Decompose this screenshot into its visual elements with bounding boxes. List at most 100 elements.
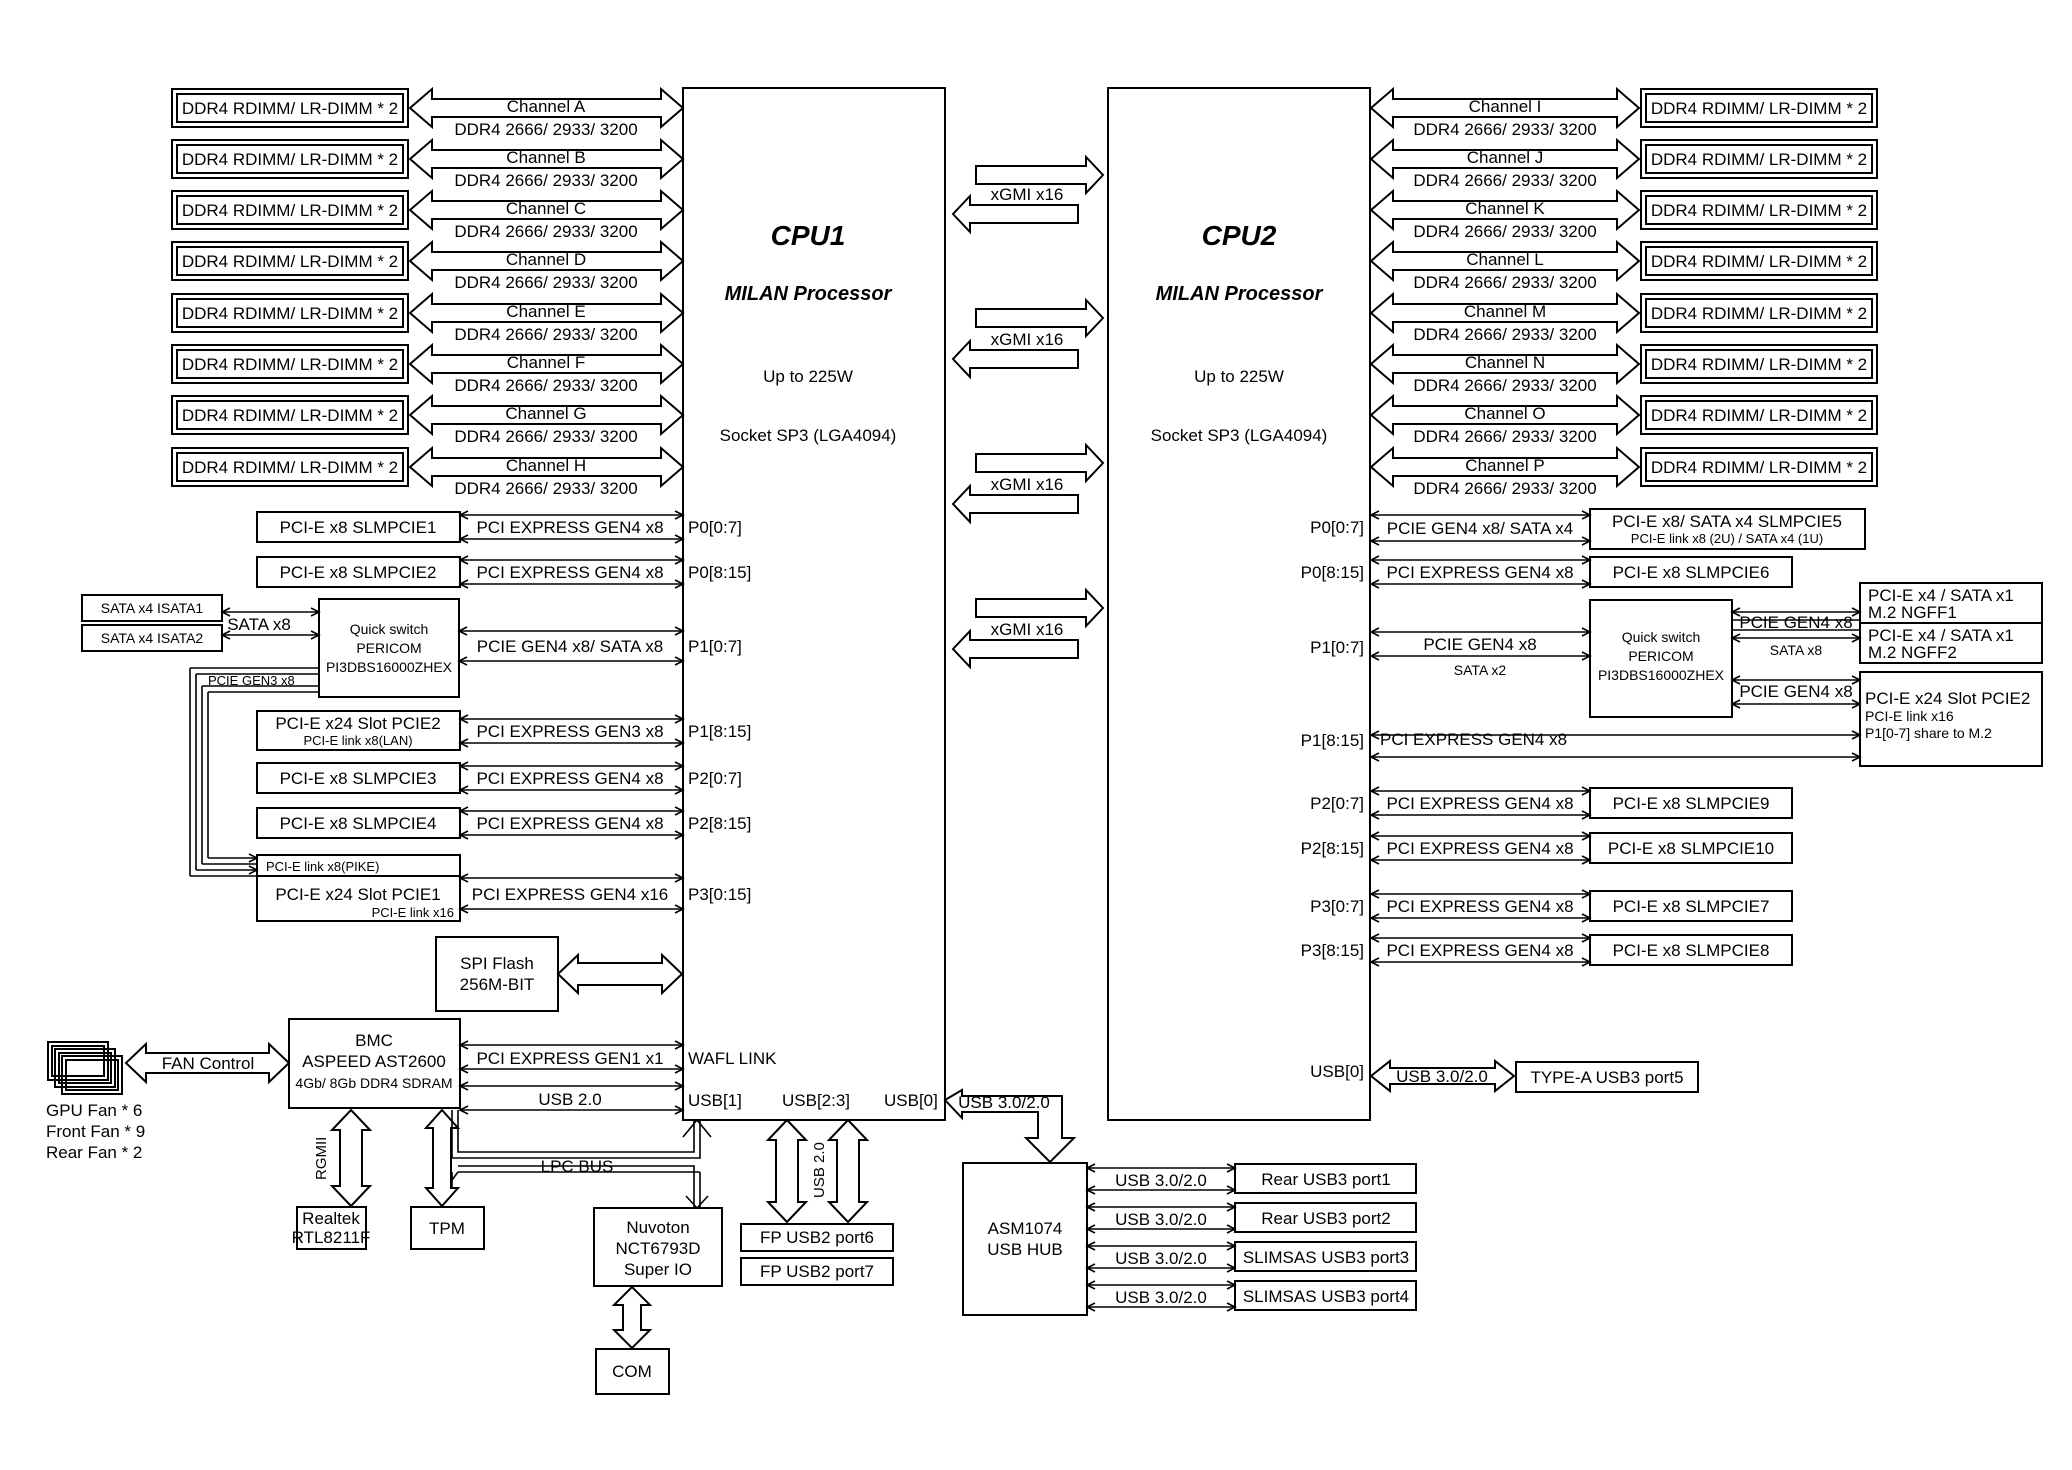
tpm-label: TPM: [429, 1219, 465, 1238]
slmpcie3-box: [256, 762, 461, 794]
cpu1-subtitle: MILAN Processor: [725, 283, 893, 305]
usb23-arrow-b: [826, 1118, 870, 1224]
slmpcie2-box: [256, 556, 461, 588]
xgmi-label: xGMI x16: [991, 185, 1064, 204]
spi-flash-box: [435, 936, 559, 1012]
cpu2-speed-label: DDR4 2666/ 2933/ 3200: [1413, 222, 1596, 241]
slmpcie7-label: PCI-E x8 SLMPCIE7: [1613, 897, 1770, 916]
p1a-port: P1[0:7]: [688, 637, 742, 656]
cpu2-channel-label: Channel N: [1465, 353, 1545, 372]
hub-link-label: USB 3.0/2.0: [1115, 1210, 1207, 1229]
slmpcie3-label: PCI-E x8 SLMPCIE3: [280, 769, 437, 788]
cpu1-channel-label: Channel F: [507, 353, 585, 372]
cpu2-dimm-label: DDR4 RDIMM/ LR-DIMM * 2: [1651, 458, 1867, 477]
slot-pcie1-box: [256, 854, 461, 922]
cpu2-qs-out1: PCIE GEN4 x8: [1739, 613, 1852, 632]
usb-hub-box: [962, 1162, 1088, 1316]
cpu2-qs-line2: PERICOM: [1628, 648, 1693, 664]
cpu1-dimm-label: DDR4 RDIMM/ LR-DIMM * 2: [182, 355, 398, 374]
cpu2-dimm-label: DDR4 RDIMM/ LR-DIMM * 2: [1651, 355, 1867, 374]
cpu2-title: CPU2: [1202, 220, 1277, 251]
cpu2-p0a-link: PCIE GEN4 x8/ SATA x4: [1387, 519, 1573, 538]
cpu2-p3a-port: P3[0:7]: [1310, 897, 1364, 916]
sio-line1: Nuvoton: [626, 1218, 689, 1237]
cpu2-io-links: [1369, 510, 1862, 967]
hub-line2: USB HUB: [987, 1240, 1063, 1259]
slmpcie5-sub: PCI-E link x8 (2U) / SATA x4 (1U): [1631, 531, 1823, 546]
hub-port-label: SLIMSAS USB3 port4: [1243, 1287, 1409, 1306]
slmpcie1-link: PCI EXPRESS GEN4 x8: [476, 518, 663, 537]
cpu2-p3b-link: PCI EXPRESS GEN4 x8: [1386, 941, 1573, 960]
spi-arrow: [556, 952, 684, 996]
cpu2-p3a-link: PCI EXPRESS GEN4 x8: [1386, 897, 1573, 916]
cpu1-title: CPU1: [771, 220, 846, 251]
cpu1-channel-label: Channel A: [507, 97, 586, 116]
cpu2-speed-label: DDR4 2666/ 2933/ 3200: [1413, 325, 1596, 344]
cpu1-dimm-label: DDR4 RDIMM/ LR-DIMM * 2: [182, 304, 398, 323]
cpu2-usb0-port: USB[0]: [1310, 1062, 1364, 1081]
cpu2-pcie2-line1: PCI-E x24 Slot PCIE2: [1865, 689, 2030, 708]
cpu2-pcie2-line3: P1[0-7] share to M.2: [1865, 725, 1992, 741]
bmc-usb-label: USB 2.0: [538, 1090, 601, 1109]
cpu1-dimm-label: DDR4 RDIMM/ LR-DIMM * 2: [182, 201, 398, 220]
fp-usb2-port6-box: [740, 1223, 894, 1252]
cpu1-io-links: [189, 510, 685, 1115]
xgmi-label: xGMI x16: [991, 330, 1064, 349]
cpu1-dimm-label: DDR4 RDIMM/ LR-DIMM * 2: [182, 150, 398, 169]
fp-usb2-port7: FP USB2 port7: [760, 1262, 874, 1281]
cpu1-channel-label: Channel E: [506, 302, 585, 321]
cpu2-pcie2-line2: PCI-E link x16: [1865, 708, 1954, 724]
slmpcie9-box: [1589, 787, 1793, 819]
ngff1-line1: PCI-E x4 / SATA x1: [1868, 586, 2014, 605]
fp-usb2-port6: FP USB2 port6: [760, 1228, 874, 1247]
slmpcie5-label: PCI-E x8/ SATA x4 SLMPCIE5: [1612, 512, 1842, 531]
cpu1-speed-label: DDR4 2666/ 2933/ 3200: [454, 120, 637, 139]
cpu2-dimm-label: DDR4 RDIMM/ LR-DIMM * 2: [1651, 99, 1867, 118]
cpu1-channel-label: Channel D: [506, 250, 586, 269]
slmpcie3-link: PCI EXPRESS GEN4 x8: [476, 769, 663, 788]
usb23-port: USB[2:3]: [782, 1091, 850, 1110]
slmpcie10-label: PCI-E x8 SLMPCIE10: [1608, 839, 1774, 858]
cpu1-speed-label: DDR4 2666/ 2933/ 3200: [454, 222, 637, 241]
cpu2-dimm-label: DDR4 RDIMM/ LR-DIMM * 2: [1651, 201, 1867, 220]
cpu2-qs-out2: PCIE GEN4 x8: [1739, 682, 1852, 701]
xgmi-label: xGMI x16: [991, 475, 1064, 494]
cpu2-usb0-link: USB 3.0/2.0: [1396, 1067, 1488, 1086]
cpu2-speed-label: DDR4 2666/ 2933/ 3200: [1413, 427, 1596, 446]
cpu2-memory-arrows: [1369, 86, 1641, 489]
cpu2-quickswitch-box: [1589, 599, 1733, 718]
cpu1-speed-label: DDR4 2666/ 2933/ 3200: [454, 376, 637, 395]
cpu2-p0b-link: PCI EXPRESS GEN4 x8: [1386, 563, 1573, 582]
cpu1-qs-line3: PI3DBS16000ZHEX: [326, 659, 453, 675]
sata-x8-label: SATA x8: [227, 615, 291, 634]
cpu2-dimm-label: DDR4 RDIMM/ LR-DIMM * 2: [1651, 304, 1867, 323]
cpu2-p2a-port: P2[0:7]: [1310, 794, 1364, 813]
cpu2-p1b-port: P1[8:15]: [1301, 731, 1364, 750]
cpu2-dimm-label: DDR4 RDIMM/ LR-DIMM * 2: [1651, 406, 1867, 425]
com-arrow: [611, 1285, 653, 1350]
slot-pcie2-label: PCI-E x24 Slot PCIE2: [275, 714, 440, 733]
usb0-port: USB[0]: [884, 1091, 938, 1110]
usb1-port: USB[1]: [688, 1091, 742, 1110]
cpu2-channel-label: Channel J: [1467, 148, 1544, 167]
ngff2-box: [1859, 622, 2043, 664]
fan-icon: [47, 1041, 123, 1095]
slmpcie8-box: [1589, 934, 1793, 966]
cpu2-dimm-boxes: [1640, 88, 1878, 487]
fan-control-arrow: [124, 1041, 291, 1085]
pike-label: PCI-E link x8(PIKE): [266, 859, 379, 874]
usb20-vertical-label: USB 2.0: [811, 1142, 828, 1198]
cpu2-qs-line3: PI3DBS16000ZHEX: [1598, 667, 1725, 683]
cpu2-channel-label: Channel K: [1465, 199, 1545, 218]
spi-line2: 256M-BIT: [460, 975, 535, 994]
cpu2-speed-label: DDR4 2666/ 2933/ 3200: [1413, 479, 1596, 498]
ngff2-line1: PCI-E x4 / SATA x1: [1868, 626, 2014, 645]
p0a-port: P0[0:7]: [688, 518, 742, 537]
spi-line1: SPI Flash: [460, 954, 534, 973]
cpu2-p1a-link: PCIE GEN4 x8: [1423, 635, 1536, 654]
cpu1-speed-label: DDR4 2666/ 2933/ 3200: [454, 427, 637, 446]
slmpcie4-box: [256, 807, 461, 839]
slot-pcie1-link: PCI EXPRESS GEN4 x16: [472, 885, 669, 904]
hub-link-label: USB 3.0/2.0: [1115, 1249, 1207, 1268]
